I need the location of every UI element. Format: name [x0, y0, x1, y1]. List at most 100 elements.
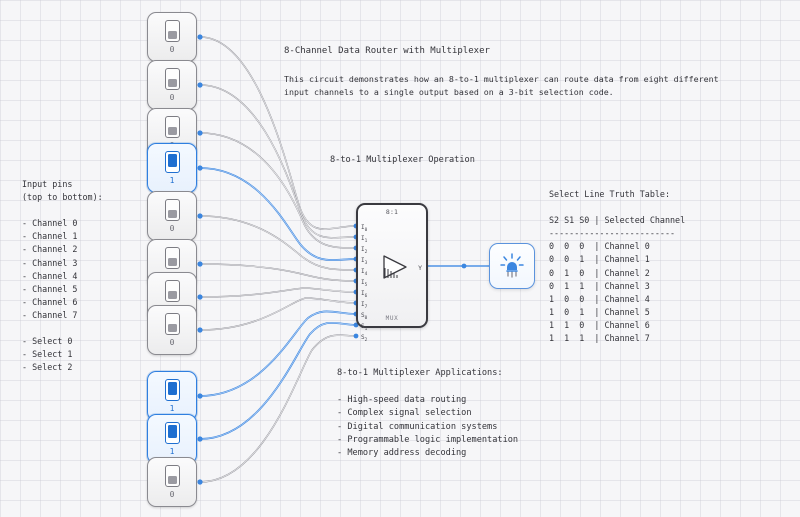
description-line-1: This circuit demonstrates how an 8-to-1 …: [284, 74, 719, 84]
switch-icon: [164, 313, 180, 335]
legend-channel-5: - Channel 5: [22, 283, 78, 294]
pin-sub: 1: [364, 326, 368, 332]
mux-pin-i3: I3: [361, 257, 368, 266]
wire-channel-7: [199, 297, 357, 331]
application-item: - Memory address decoding: [337, 448, 467, 459]
description-line-2: input channels to a single output based …: [284, 87, 614, 97]
diagram-description: This circuit demonstrates how an 8-to-1 …: [284, 73, 719, 99]
application-item: - High-speed data routing: [337, 395, 467, 405]
toggle-value: 1: [169, 404, 175, 413]
toggle-channel-4[interactable]: 0: [147, 191, 197, 241]
mux-pin-i0: I0: [361, 224, 368, 233]
truth-table-row: 1 0 0 | Channel 4: [549, 293, 650, 304]
wire-dot: [197, 165, 203, 171]
wire-dot: [197, 82, 203, 88]
toggle-value: 0: [169, 338, 175, 347]
wire-dot: [197, 294, 203, 300]
mux-ratio-label: 8:1: [385, 208, 399, 216]
applications-title: 8-to-1 Multiplexer Applications:: [337, 368, 503, 378]
wire-dot: [197, 327, 203, 333]
truth-table-row: 0 0 1 | Channel 1: [549, 254, 650, 265]
pin-sub: 7: [364, 304, 368, 310]
led-lit-icon: [500, 253, 524, 278]
application-item: - Complex signal selection: [337, 408, 472, 419]
mux-output-dot: [461, 263, 467, 269]
wire-channel-3: [199, 167, 357, 261]
mux-pin-i1: I1: [361, 235, 368, 244]
pin-sub: 2: [364, 337, 368, 343]
toggle-channel-1[interactable]: 0: [147, 60, 197, 110]
switch-icon: [164, 68, 180, 90]
pin-sub: 5: [364, 282, 368, 288]
wire-dot: [197, 130, 203, 136]
legend-channel-4: - Channel 4: [22, 270, 78, 281]
switch-icon: [164, 199, 180, 221]
toggle-select-2[interactable]: 0: [147, 457, 197, 507]
pin-sub: 6: [364, 293, 368, 299]
truth-table-row: 1 1 0 | Channel 6: [549, 319, 650, 330]
legend-heading-2: (top to bottom):: [22, 192, 103, 203]
mux-symbol-icon: [383, 255, 407, 279]
pin-sub: 1: [364, 238, 368, 244]
switch-icon: [164, 465, 180, 487]
mux-pin-i7: I7: [361, 301, 368, 310]
legend-select-1: - Select 1: [22, 349, 73, 360]
input-pins-legend: Input pins (top to bottom): - Channel 0 …: [22, 178, 103, 374]
switch-icon: [164, 247, 180, 269]
mux-pin-s1: S1: [361, 323, 368, 332]
led-output[interactable]: [489, 243, 535, 289]
toggle-value: 0: [169, 45, 175, 54]
mux-pin-i6: I6: [361, 290, 368, 299]
legend-select-2: - Select 2: [22, 362, 73, 373]
legend-channel-7: - Channel 7: [22, 309, 78, 320]
wire-dot: [197, 479, 203, 485]
truth-table-row: 1 0 1 | Channel 5: [549, 306, 650, 317]
truth-table-title: Select Line Truth Table:: [549, 189, 671, 199]
diagram-title: 8-Channel Data Router with Multiplexer: [284, 46, 490, 56]
wire-select-2: [199, 334, 357, 483]
toggle-channel-7[interactable]: 0: [147, 305, 197, 355]
pin-sub: 0: [364, 227, 368, 233]
legend-channel-1: - Channel 1: [22, 231, 78, 242]
switch-icon: [164, 151, 180, 173]
truth-table-row: 1 1 1 | Channel 7: [549, 333, 650, 344]
wire-dot: [197, 436, 203, 442]
wire-channel-2: [199, 132, 357, 249]
wire-select-0: [199, 310, 357, 397]
wire-channel-4: [199, 215, 357, 271]
wire-channel-6: [199, 287, 357, 298]
applications-list: - High-speed data routing - Complex sign…: [337, 394, 518, 460]
pin-sub: 4: [364, 271, 368, 277]
switch-icon: [164, 116, 180, 138]
mux-chip[interactable]: 8:1 I0 I1 I2 I3 I4 I5 I6 I7 S0 S1 S2 Y M…: [356, 203, 428, 343]
toggle-channel-3[interactable]: 1: [147, 143, 197, 193]
pin-sub: 2: [364, 249, 368, 255]
mux-pin-i5: I5: [361, 279, 368, 288]
pin-sub: 3: [364, 260, 368, 266]
truth-table-divider: -------------------------: [549, 228, 676, 239]
mux-pin-dot: [353, 333, 359, 339]
application-item: - Digital communication systems: [337, 421, 498, 432]
truth-table-header: S2 S1 S0 | Selected Channel: [549, 215, 686, 226]
wire-channel-0: [199, 36, 357, 230]
toggle-select-0[interactable]: 1: [147, 371, 197, 421]
truth-table-row: 0 1 1 | Channel 3: [549, 280, 650, 291]
mux-output-label: Y: [418, 264, 422, 272]
legend-select-0: - Select 0: [22, 336, 73, 347]
application-item: - Programmable logic implementation: [337, 434, 519, 445]
toggle-channel-0[interactable]: 0: [147, 12, 197, 62]
pin-sub: 0: [364, 315, 368, 321]
wire-dot: [197, 393, 203, 399]
truth-table-row: 0 1 0 | Channel 2: [549, 267, 650, 278]
switch-icon: [164, 422, 180, 444]
mux-name-label: MUX: [385, 315, 399, 322]
truth-table-row: 0 0 0 | Channel 0: [549, 241, 650, 252]
toggle-value: 1: [169, 176, 175, 185]
mux-pin-i2: I2: [361, 246, 368, 255]
operation-label: 8-to-1 Multiplexer Operation: [330, 155, 475, 165]
mux-pin-s0: S0: [361, 312, 368, 321]
toggle-value: 1: [169, 447, 175, 456]
toggle-value: 0: [169, 224, 175, 233]
legend-channel-0: - Channel 0: [22, 218, 78, 229]
